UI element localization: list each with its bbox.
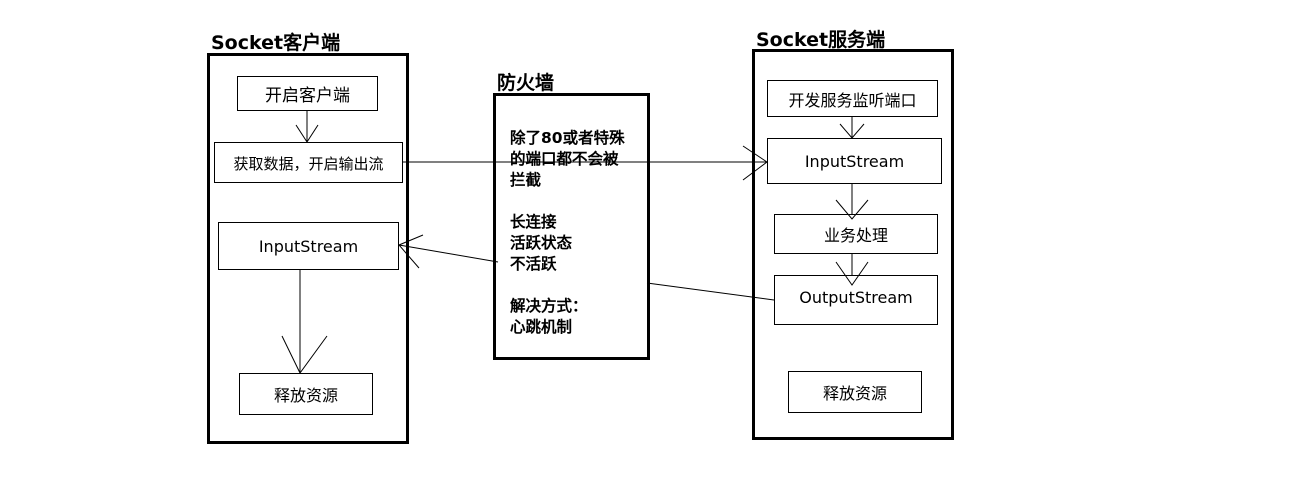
firewall-title: 防火墙 — [497, 72, 555, 94]
get-data-label: 获取数据，开启输出流 — [233, 155, 384, 173]
get-data-box: 获取数据，开启输出流 — [214, 142, 403, 183]
firewall-container — [493, 93, 650, 360]
business-label: 业务处理 — [823, 226, 888, 245]
server-release-label: 释放资源 — [822, 384, 887, 403]
server-input-stream-box: InputStream — [767, 138, 942, 184]
firewall-line-9: 解决方式： — [510, 297, 588, 315]
client-input-stream-box: InputStream — [218, 222, 399, 270]
server-release-box: 释放资源 — [788, 371, 922, 413]
firewall-line-8 — [510, 275, 625, 296]
arrowhead-client-to-server — [742, 145, 768, 181]
arrowhead-to-client-input — [398, 234, 424, 269]
listen-port-box: 开发服务监听端口 — [767, 80, 938, 117]
arrow-firewall-to-client — [398, 244, 499, 263]
client-container — [207, 53, 409, 444]
output-stream-label: OutputStream — [799, 288, 913, 307]
arrowhead-input-to-release — [281, 335, 328, 374]
output-stream-box: OutputStream — [774, 275, 938, 325]
arrowhead-input-to-business — [835, 199, 869, 220]
server-input-stream-label: InputStream — [804, 151, 905, 171]
firewall-line-4 — [510, 191, 625, 212]
server-container — [752, 49, 954, 440]
open-client-label: 开启客户端 — [265, 86, 350, 106]
firewall-line-6: 活跃状态 — [510, 234, 573, 252]
firewall-line-10: 心跳机制 — [510, 318, 573, 336]
arrowhead-listen-to-input — [839, 123, 865, 139]
firewall-line-5: 长连接 — [510, 213, 557, 231]
listen-port-label: 开发服务监听端口 — [788, 90, 917, 110]
firewall-line-1: 除了80或者特殊 — [510, 129, 625, 147]
server-title: Socket服务端 — [756, 29, 886, 51]
firewall-text: 除了80或者特殊 的端口都不会被 拦截 长连接 活跃状态 不活跃 解决方式： 心… — [510, 128, 625, 338]
open-client-box: 开启客户端 — [237, 76, 378, 111]
client-release-label: 释放资源 — [273, 386, 338, 405]
firewall-line-3: 拦截 — [510, 171, 542, 189]
business-box: 业务处理 — [774, 214, 938, 254]
client-title: Socket客户端 — [211, 32, 341, 54]
arrowhead-open-to-getdata — [295, 124, 319, 143]
arrowhead-business-to-output — [835, 261, 869, 286]
client-release-box: 释放资源 — [239, 373, 373, 415]
client-input-stream-label: InputStream — [258, 236, 359, 256]
firewall-line-2: 的端口都不会被 — [510, 150, 619, 168]
firewall-line-7: 不活跃 — [510, 255, 557, 273]
arrow-output-to-firewall — [646, 282, 775, 301]
